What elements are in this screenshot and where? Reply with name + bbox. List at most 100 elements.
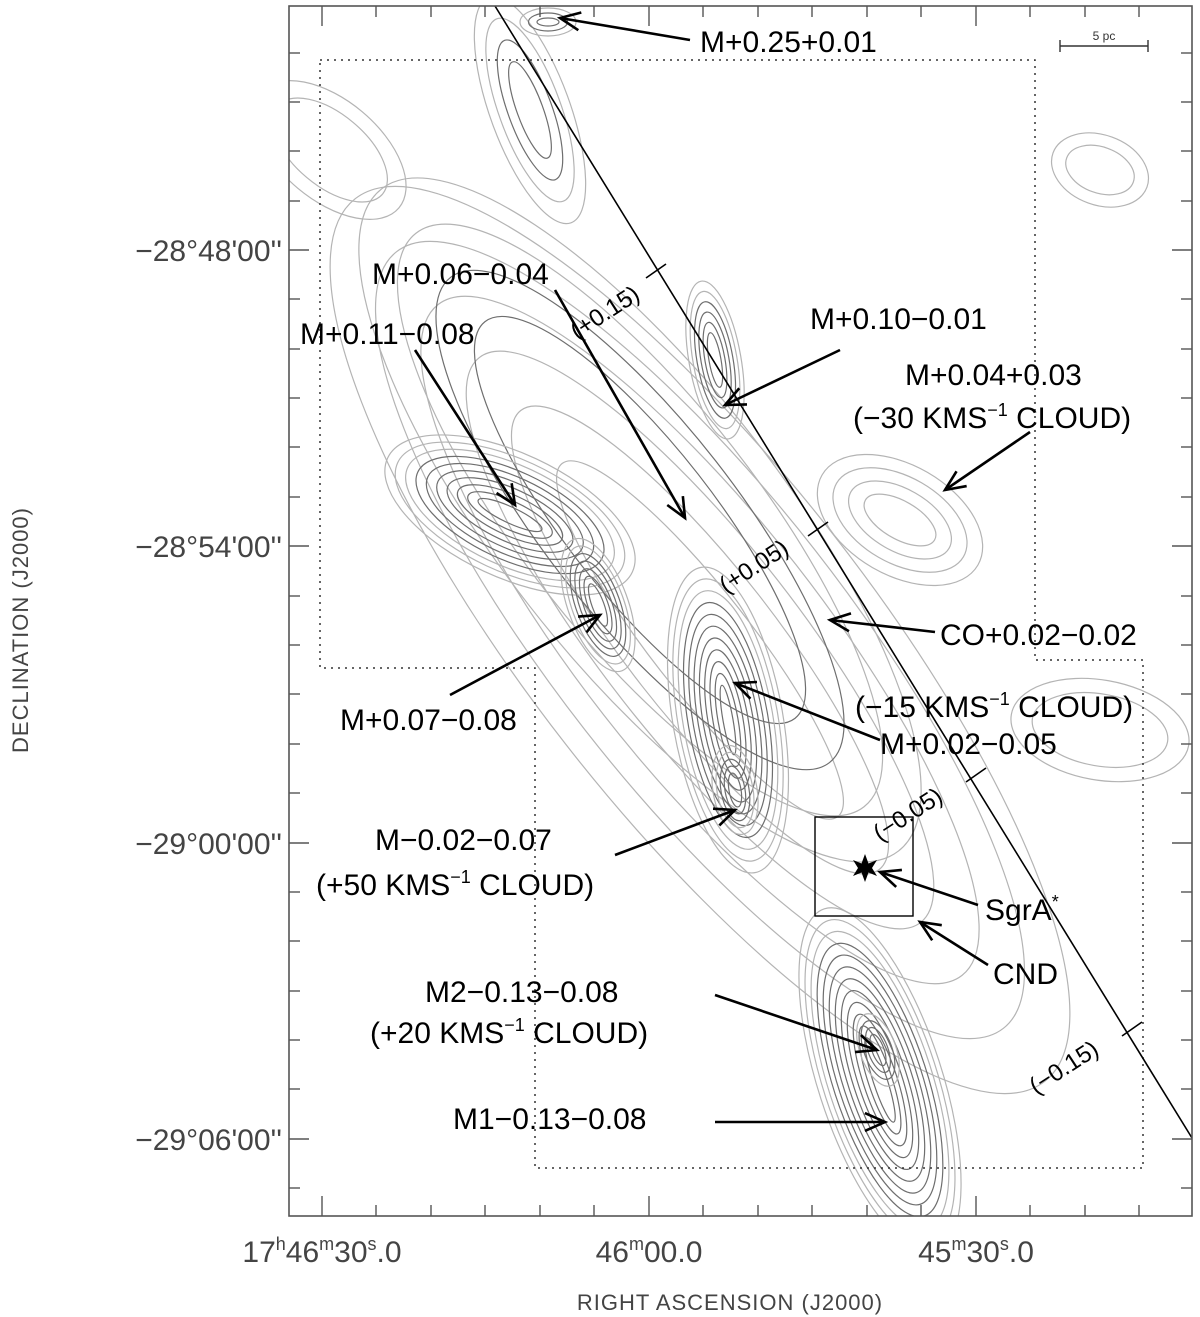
contour-line bbox=[666, 566, 790, 874]
contour-line bbox=[840, 989, 920, 1171]
contour-line bbox=[485, 17, 575, 203]
label-m006: M+0.06−0.04 bbox=[372, 258, 549, 291]
sgra-star-icon bbox=[853, 854, 877, 882]
label-m007: M+0.07−0.08 bbox=[340, 704, 517, 737]
label-m1: M1−0.13−0.08 bbox=[453, 1103, 647, 1136]
y-tick-label: −28°48'00'' bbox=[135, 235, 282, 268]
contour-line bbox=[358, 177, 922, 863]
contour-line bbox=[467, 491, 553, 539]
contour-line bbox=[860, 1020, 896, 1080]
contour-line bbox=[1050, 132, 1150, 208]
y-tick-label: −29°00'00'' bbox=[135, 828, 282, 861]
contour-line bbox=[289, 97, 389, 203]
arrow-head-icon bbox=[712, 807, 738, 827]
contour-line bbox=[420, 295, 980, 985]
contour-line bbox=[847, 480, 953, 560]
annotation-arrows bbox=[413, 11, 1031, 1133]
annotation-arrow bbox=[553, 289, 687, 519]
contour-line bbox=[702, 321, 728, 399]
contour-line bbox=[856, 1013, 900, 1087]
contour-line bbox=[834, 978, 926, 1182]
label-cnd: CND bbox=[993, 958, 1058, 991]
annotation-arrow bbox=[449, 613, 601, 697]
contour-line bbox=[477, 497, 543, 533]
contour-line bbox=[394, 441, 626, 589]
contour-line bbox=[810, 930, 950, 1216]
contour-line bbox=[508, 61, 552, 159]
annotation-arrow bbox=[879, 870, 979, 907]
contour-line bbox=[706, 332, 724, 388]
annotation-arrow bbox=[734, 681, 881, 742]
contour-line bbox=[715, 751, 755, 829]
contour-line bbox=[565, 545, 631, 665]
arrow-head-icon bbox=[732, 680, 758, 700]
contour-line bbox=[569, 552, 627, 658]
contour-line bbox=[869, 1033, 887, 1067]
gal-tick-label-m015: (−0.15) bbox=[1025, 1036, 1104, 1100]
contour-line bbox=[435, 269, 845, 771]
y-tick-label: −29°06'00'' bbox=[135, 1124, 282, 1157]
x-tick-label: 17h46m30s.0 bbox=[242, 1234, 401, 1269]
arrow-head-icon bbox=[577, 613, 603, 634]
contour-line bbox=[798, 907, 962, 1216]
contour-line bbox=[587, 583, 609, 627]
scale-bar-label: 5 pc bbox=[1093, 29, 1116, 43]
contour-line bbox=[436, 470, 584, 560]
contour-line bbox=[711, 744, 759, 836]
cnd-box bbox=[814, 816, 914, 917]
arrow-head-icon bbox=[864, 1111, 889, 1133]
contour-line bbox=[828, 966, 932, 1194]
contour-line bbox=[682, 601, 774, 839]
label-cloud15: (−15 KMS−1 CLOUD) bbox=[855, 689, 1133, 724]
annotation-arrow bbox=[944, 430, 1031, 492]
x-axis-title: RIGHT ASCENSION (J2000) bbox=[577, 1290, 883, 1315]
label-m010: M+0.10−0.01 bbox=[810, 303, 987, 336]
y-axis-title: DECLINATION (J2000) bbox=[8, 507, 33, 753]
contour-line bbox=[723, 765, 747, 815]
arrow-head-icon bbox=[722, 387, 748, 407]
arrow-head-icon bbox=[826, 612, 852, 633]
contour-line bbox=[496, 39, 564, 181]
contour-line bbox=[709, 661, 747, 779]
label-m011: M+0.11−0.08 bbox=[300, 318, 475, 351]
label-m004: M+0.04+0.03 bbox=[905, 359, 1082, 392]
contour-line bbox=[446, 477, 574, 553]
contour-line bbox=[727, 772, 743, 808]
contour-line bbox=[527, 12, 569, 32]
x-tick-label: 46m00.0 bbox=[596, 1234, 703, 1269]
annotation-arrow bbox=[919, 920, 989, 967]
contour-line bbox=[864, 1037, 896, 1123]
contour-line bbox=[688, 613, 768, 827]
label-cloud50: (+50 KMS−1 CLOUD) bbox=[316, 867, 594, 902]
contour-line bbox=[456, 484, 564, 546]
contour-line bbox=[698, 637, 758, 803]
contour-line bbox=[677, 590, 779, 850]
contour-line bbox=[693, 625, 763, 815]
arrow-head-icon bbox=[666, 495, 687, 521]
arrow-head-icon bbox=[917, 920, 942, 942]
label-m025: M+0.25+0.01 bbox=[700, 26, 877, 59]
label-co002: CO+0.02−0.02 bbox=[940, 619, 1137, 652]
contour-line bbox=[689, 290, 741, 430]
annotation-arrow bbox=[724, 348, 841, 407]
contour-line bbox=[693, 301, 737, 419]
contour-line bbox=[560, 537, 636, 673]
contour-line bbox=[473, 6, 587, 225]
y-tick-label: −28°54'00'' bbox=[135, 531, 282, 564]
label-m002: M+0.02−0.05 bbox=[880, 728, 1057, 761]
annotation-arrow bbox=[413, 349, 517, 506]
contour-line bbox=[415, 455, 605, 575]
annotation-arrow bbox=[714, 993, 878, 1052]
contour-lines bbox=[289, 6, 1190, 1216]
contour-line bbox=[698, 311, 732, 409]
contour-line bbox=[1031, 692, 1169, 768]
contour-line bbox=[574, 560, 622, 650]
contour-line bbox=[832, 467, 968, 573]
contour-line bbox=[704, 649, 752, 791]
contour-line bbox=[384, 434, 636, 596]
annotation-arrow bbox=[829, 618, 936, 634]
contour-line bbox=[425, 462, 595, 568]
plot-frame bbox=[288, 5, 1193, 1217]
axis-ticks bbox=[289, 6, 1192, 1216]
